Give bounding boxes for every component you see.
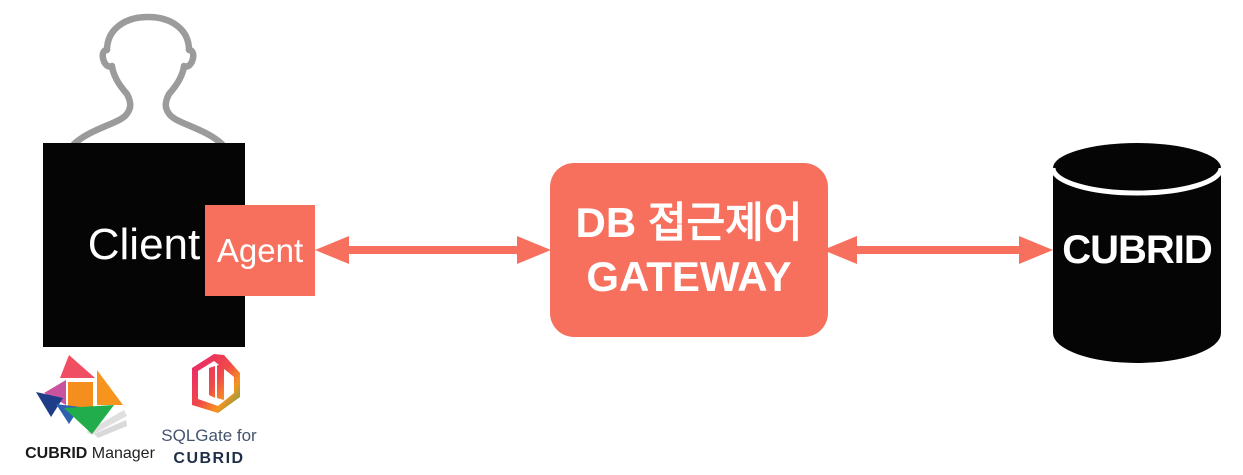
person-icon [70, 13, 226, 144]
agent-gateway-arrow [315, 236, 551, 264]
sqlgate-caption-line1: SQLGate for [161, 426, 257, 445]
gateway-label-line2: GATEWAY [586, 253, 792, 300]
sqlgate-caption: SQLGate for CUBRID [150, 426, 268, 468]
cubrid-manager-logo-icon [36, 355, 127, 438]
gateway-database-arrow [823, 236, 1053, 264]
sqlgate-caption-line2: CUBRID [173, 450, 245, 467]
agent-label: Agent [216, 231, 304, 269]
cubrid-manager-caption: CUBRID Manager [10, 445, 170, 463]
database-cylinder-icon [1051, 143, 1223, 363]
cubrid-manager-caption-bold: CUBRID [25, 445, 88, 462]
agent-node: Agent [205, 205, 315, 296]
gateway-node: DB 접근제어 GATEWAY [550, 163, 828, 337]
cubrid-manager-caption-regular: Manager [87, 445, 155, 462]
database-label: CUBRID [1062, 227, 1213, 272]
gateway-label-line1: DB 접근제어 [575, 199, 803, 246]
sqlgate-logo-icon [192, 354, 240, 413]
client-label: Client [87, 220, 201, 269]
